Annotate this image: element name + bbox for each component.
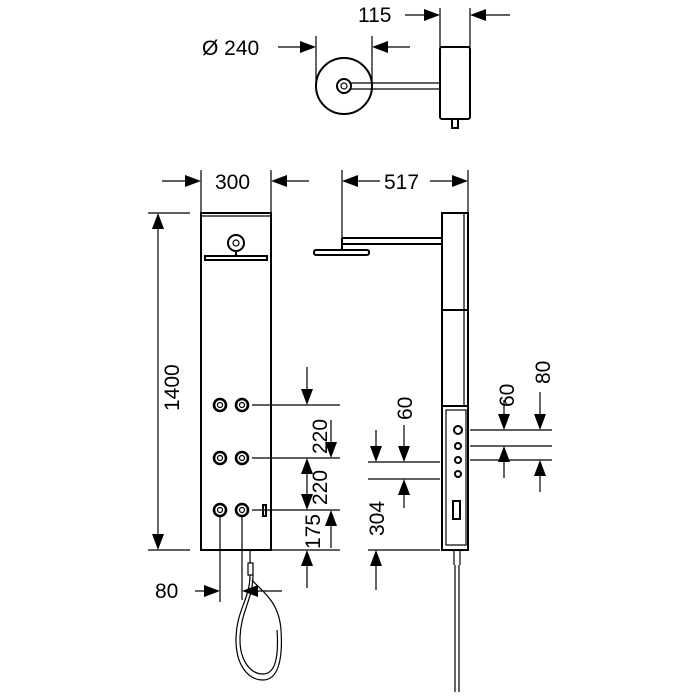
dimension-control-offsets-left: 60 304 [366,397,440,590]
shower-arm-top [351,82,440,90]
dimension-control-offset-2-label: 60 [496,384,519,407]
panel-top-outline [439,46,471,120]
shower-head-top-outline [315,57,373,115]
dimension-bottom-offset-label: 175 [302,514,325,549]
dimension-control-offset-1-label: 60 [394,397,417,420]
dimension-diameter: Ø 240 [202,36,410,86]
dimension-panel-depth: 115 [358,4,510,47]
control-knobs-side [452,425,463,520]
side-view: 517 60 80 [313,170,555,692]
dimension-jet-spacing: 220 220 175 [252,367,340,588]
dimension-panel-height: 1400 [148,212,190,551]
dimension-panel-height-label: 1400 [161,364,184,411]
front-view: 300 1400 220 [148,170,340,681]
shower-head-front [204,234,268,261]
dimension-panel-width-label: 300 [215,171,250,194]
dimension-control-bottom-label: 304 [366,501,389,536]
dimension-hose-offset: 80 [155,517,282,603]
dimension-arm-length-label: 517 [384,171,419,194]
dimension-hose-offset-label: 80 [155,580,178,603]
dimension-control-offsets-right: 60 80 [470,361,555,492]
hose-side [453,550,461,692]
panel-front-outline [200,212,272,551]
top-view: Ø 240 115 [202,4,510,129]
dimension-panel-depth-label: 115 [358,4,391,27]
dimension-diameter-label: Ø 240 [202,37,259,60]
shower-arm-side [313,237,442,256]
panel-side-outline [441,212,469,551]
panel-top-spout [451,119,459,129]
dimension-jet-spacing-2-label: 220 [309,470,332,505]
hand-shower-hose [235,516,283,681]
dimension-jet-spacing-1-label: 220 [309,419,332,454]
dimension-panel-width: 300 [162,170,309,213]
dimension-arm-length: 517 [341,170,469,238]
dimension-control-offset-3-label: 80 [532,361,555,384]
